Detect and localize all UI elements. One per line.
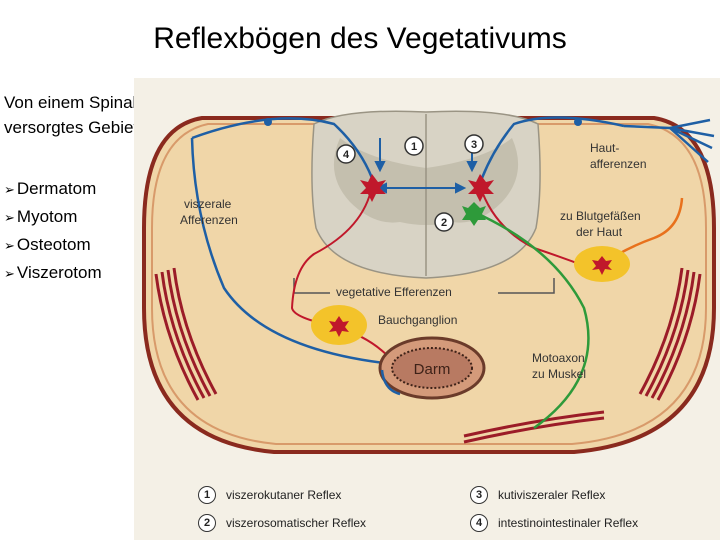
skin-inner-line: [151, 123, 707, 445]
label-blutgefaesse: zu Blutgefäßen: [560, 209, 641, 223]
bullet-label: Myotom: [16, 207, 78, 226]
bullet-label: Dermatom: [16, 179, 97, 198]
intro-text: Von einem Spinalnerv versorgtes Gebiet:: [4, 90, 224, 140]
intro-line-1: Von einem Spinalnerv: [4, 93, 170, 112]
neuron-green: [462, 202, 486, 226]
dorsal-ganglion-left: [264, 118, 272, 126]
darm-afferent: [380, 369, 401, 396]
legend: 1 viszerokutaner Reflex 3 kutiviszeraler…: [198, 482, 698, 534]
legend-text: viszerokutaner Reflex: [226, 488, 342, 502]
muscle-right: [638, 267, 702, 401]
legend-number: 2: [198, 514, 216, 532]
arrow-bullet-icon: ➢: [4, 238, 15, 253]
neuron-red-right: [468, 174, 494, 202]
dorsal-ganglion-right: [574, 118, 582, 126]
legend-text: kutiviszeraler Reflex: [498, 488, 606, 502]
bullet-item: ➢Viszerotom: [4, 259, 102, 287]
legend-item: 3 kutiviszeraler Reflex: [470, 486, 605, 504]
bullet-list: ➢Dermatom ➢Myotom ➢Osteotom ➢Viszerotom: [4, 175, 102, 287]
body-outline: [142, 116, 716, 454]
label-hautafferenzen: afferenzen: [590, 157, 647, 171]
svg-text:2: 2: [441, 217, 447, 229]
label-vegetative-efferenzen: vegetative Efferenzen: [336, 285, 452, 299]
darm-mucosa: [391, 347, 473, 389]
svg-text:3: 3: [471, 139, 477, 151]
label-haut: Haut-: [590, 141, 619, 155]
label-darm: Darm: [414, 361, 451, 378]
legend-text: intestinointestinaler Reflex: [498, 516, 639, 530]
bullet-label: Osteotom: [16, 235, 91, 254]
ganglion-neuron: [329, 316, 349, 337]
label-motoaxon: Motoaxon: [532, 351, 585, 365]
marker-1: 1: [404, 136, 424, 156]
legend-number: 3: [470, 486, 488, 504]
arrow-bullet-icon: ➢: [4, 210, 15, 225]
legend-item: 4 intestinointestinaler Reflex: [470, 514, 638, 532]
label-bauchganglion: Bauchganglion: [378, 313, 457, 327]
muscle-left: [154, 267, 218, 401]
page-title: Reflexbögen des Vegetativums: [153, 22, 567, 55]
label-der-haut: der Haut: [576, 225, 623, 239]
marker-3: 3: [464, 134, 484, 154]
svg-text:1: 1: [411, 141, 417, 153]
afferent-fibers: [190, 116, 715, 365]
legend-item: 2 viszerosomatischer Reflex: [198, 514, 366, 532]
reflex-arc-diagram: 1 2 3 4 viszerale Afferenzen Haut- affer…: [134, 78, 720, 540]
skin-vessel-neuron: [592, 256, 612, 275]
neuron-red-left: [360, 174, 386, 202]
bullet-item: ➢Myotom: [4, 203, 102, 231]
motor-axon: [473, 210, 590, 430]
bullet-label: Viszerotom: [16, 263, 102, 282]
legend-text: viszerosomatischer Reflex: [226, 516, 367, 530]
arrow-bullet-icon: ➢: [4, 182, 15, 197]
legend-number: 1: [198, 486, 216, 504]
legend-item: 1 viszerokutaner Reflex: [198, 486, 341, 504]
marker-4: 4: [336, 144, 356, 164]
marker-2: 2: [434, 212, 454, 232]
bullet-item: ➢Dermatom: [4, 175, 102, 203]
bullet-item: ➢Osteotom: [4, 231, 102, 259]
label-viszerale: viszerale: [184, 197, 232, 211]
intro-line-2: versorgtes Gebiet:: [4, 118, 143, 137]
label-zu-muskel: zu Muskel: [532, 367, 586, 381]
legend-number: 4: [470, 514, 488, 532]
label-afferenzen: Afferenzen: [180, 213, 238, 227]
svg-text:4: 4: [343, 149, 350, 161]
arrow-bullet-icon: ➢: [4, 266, 15, 281]
